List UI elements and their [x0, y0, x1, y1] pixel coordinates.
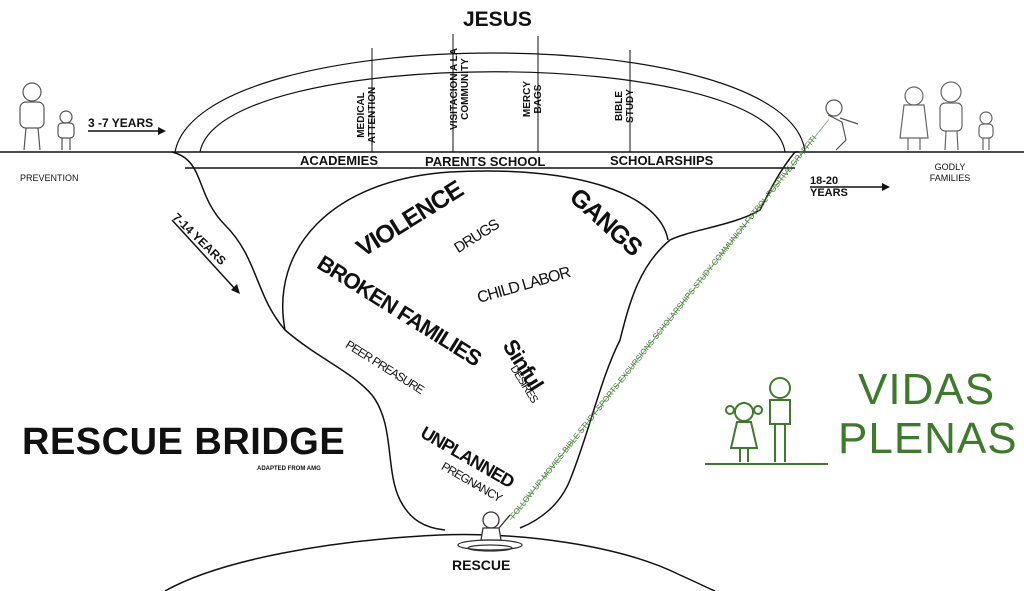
rescue-rope: [509, 117, 831, 521]
logo-plenas: PLENAS: [838, 414, 1018, 463]
logo-vidas: VIDAS: [858, 365, 996, 414]
diagram-subtitle: ADAPTED FROM AMG: [257, 466, 321, 472]
dangers-bubble: [282, 170, 669, 331]
rescue-figure: [457, 511, 523, 552]
pillar-medical-attention: MEDICAL ATTENTION: [356, 86, 378, 144]
diagram-title: RESCUE BRIDGE: [22, 421, 346, 463]
deck-scholarships: SCHOLARSHIPS: [610, 153, 714, 168]
pillar-visitacion-community: VISITACION A LA COMMUNITY: [449, 48, 471, 130]
arrow-18-20-years: [810, 183, 890, 191]
prevention-label: PREVENTION: [20, 173, 79, 183]
pillar-bible-study: BIBLE STUDY: [614, 89, 636, 123]
arrow-3-7-years: [88, 127, 166, 135]
godly-families-label: GODLY FAMILIES: [929, 162, 971, 183]
logo-kids-icon: [705, 377, 828, 465]
climbing-figure: [825, 99, 859, 151]
pillar-mercy-bags: MERCY BAGS: [522, 80, 544, 118]
bottom-island: [164, 533, 716, 591]
arrow-7-14-years: [171, 219, 240, 294]
age-18-20-years: 18-20 YEARS: [810, 175, 848, 199]
bridge-arch-outer: [174, 52, 806, 153]
rescue-label: RESCUE: [452, 557, 511, 573]
bridge-arch-inner: [199, 71, 786, 153]
chasm-right-wall: [519, 151, 796, 529]
deck-parents-school: PARENTS SCHOOL: [425, 154, 546, 169]
family-figure: [899, 81, 994, 151]
chasm-left-wall: [171, 151, 446, 531]
jesus-label: JESUS: [463, 8, 532, 31]
age-3-7-years: 3 -7 YEARS: [88, 116, 154, 130]
deck-academies: ACADEMIES: [300, 153, 379, 168]
parent-child-figure: [19, 82, 75, 151]
